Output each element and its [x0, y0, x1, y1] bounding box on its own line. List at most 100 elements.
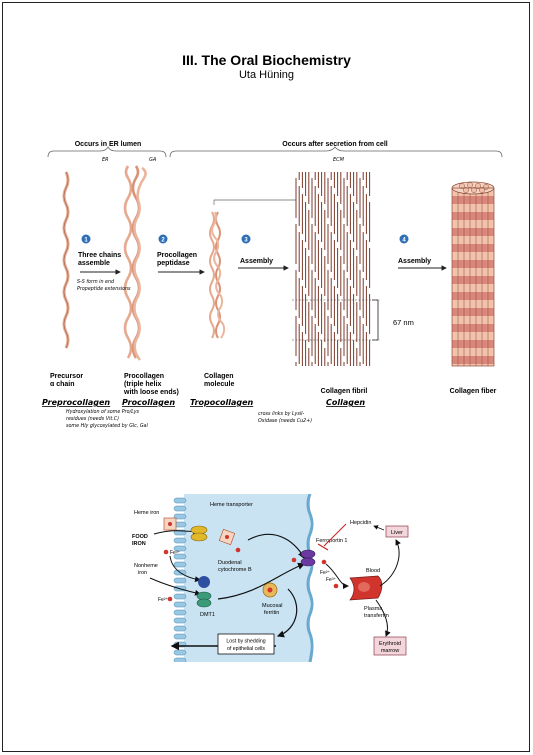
hepcidin-label: Hepcidin — [350, 520, 371, 526]
fiber-band — [452, 196, 494, 204]
lost-l2: of epithelial cells — [227, 646, 265, 652]
precursor-chain — [64, 172, 68, 348]
fe-dot — [322, 560, 327, 565]
fe-dot — [236, 548, 241, 553]
hw-preprocollagen: Preprocollagen — [42, 398, 110, 407]
food-l1: FOOD — [132, 534, 148, 540]
duodenal-cytochrome-icon — [198, 576, 210, 588]
stage1-l2: α chain — [50, 381, 75, 388]
fiber-band — [452, 308, 494, 316]
hw-note2-l2: Oxidase (needs Cu2+) — [258, 418, 312, 424]
microvillus — [174, 498, 186, 503]
collagen-molecule — [210, 212, 224, 338]
step1-label-l1: Three chains — [78, 252, 121, 259]
measure-bracket — [372, 300, 378, 340]
step4-badge: 4 — [400, 235, 409, 244]
fe2-left-label: Fe²⁺ — [158, 597, 169, 603]
hw-note1-l2: residues (needs Vit.C) — [66, 416, 119, 422]
stage5-label: Collagen fiber — [450, 388, 497, 395]
liver-label: Liver — [391, 530, 403, 536]
microvillus — [174, 634, 186, 639]
heme-transporter-label: Heme transporter — [210, 502, 253, 508]
stage3-l1: Collagen — [204, 373, 234, 380]
step3-label: Assembly — [240, 258, 273, 265]
fibril-end — [467, 182, 472, 187]
microvillus — [174, 602, 186, 607]
ga-label: GA — [149, 157, 157, 163]
microvillus — [174, 506, 186, 511]
erythroid-l2: marrow — [381, 648, 399, 654]
zoom-line — [214, 196, 296, 205]
step3-badge: 3 — [242, 235, 251, 244]
step1-label-l2: assemble — [78, 260, 110, 267]
fiber-band — [452, 292, 494, 300]
microvillus — [174, 618, 186, 623]
measure-label: 67 nm — [393, 318, 414, 327]
collagen-diagram: Occurs in ER lumen Occurs after secretio… — [0, 0, 533, 440]
stage4-label: Collagen fibril — [321, 388, 368, 395]
heme-iron-label: Heme iron — [134, 510, 159, 516]
microvillus — [174, 594, 186, 599]
step2-badge: 2 — [159, 235, 168, 244]
secretion-brace — [170, 147, 502, 157]
stage2-l1: Procollagen — [124, 373, 164, 380]
fiber-band — [452, 324, 494, 332]
fe3-dot — [164, 550, 169, 555]
microvillus — [174, 658, 186, 662]
mucosal-l1: Mucosal — [262, 603, 282, 609]
duodenal-l1: Duodenal — [218, 560, 242, 566]
fe-dot — [334, 584, 339, 589]
blood-vessel-icon — [350, 576, 382, 600]
fe3-label: Fe³⁺ — [170, 550, 181, 556]
microvillus — [174, 578, 186, 583]
fe3-blood-label: Fe³⁺ — [326, 577, 337, 583]
mucosal-ferritin-icon — [263, 583, 277, 597]
fe-dot — [292, 558, 297, 563]
stage3-l2: molecule — [204, 381, 234, 388]
hw-tropocollagen: Tropocollagen — [190, 398, 254, 407]
fe2-mid-label: Fe²⁺ — [320, 570, 331, 576]
fiber-band — [452, 340, 494, 348]
dmt1-label: DMT1 — [200, 612, 215, 618]
fiber-band — [452, 260, 494, 268]
fiber-band — [452, 212, 494, 220]
hw-note1-l3: some Hly glycosylated by Glc, Gal — [66, 423, 148, 429]
erythroid-l1: Erythroid — [379, 641, 401, 647]
microvillus — [174, 650, 186, 655]
hw-collagen: Collagen — [326, 398, 365, 407]
blood-label: Blood — [366, 568, 380, 574]
fiber-band — [452, 228, 494, 236]
duodenal-l2: cytochrome B — [218, 567, 252, 573]
heme-icon — [164, 518, 176, 530]
er-label: ER — [102, 157, 109, 163]
microvillus — [174, 626, 186, 631]
mucosal-l2: ferritin — [264, 610, 279, 616]
step4-label: Assembly — [398, 258, 431, 265]
iron-diagram: Lost by shedding of epithelial cells Hem… — [128, 494, 413, 662]
microvillus — [174, 562, 186, 567]
er-brace — [48, 147, 166, 157]
nonheme-l1: Nonheme — [134, 563, 158, 569]
collagen-fiber — [452, 182, 494, 366]
step2-label-l2: peptidase — [157, 260, 190, 267]
hw-note1-l1: Hydroxylation of some Pro/Lys — [66, 409, 140, 415]
food-l2: IRON — [132, 541, 146, 547]
lost-l1: Lost by shedding — [226, 639, 265, 645]
step2-label-l1: Procollagen — [157, 252, 197, 259]
ecm-label: ECM — [333, 157, 345, 163]
step1-note-l2: Propeptide extensions — [77, 286, 131, 292]
step1-badge: 1 — [82, 235, 91, 244]
fiber-band — [452, 244, 494, 252]
microvillus — [174, 610, 186, 615]
fiber-band — [452, 276, 494, 284]
procollagen-helix — [125, 166, 146, 360]
fiber-band — [452, 356, 494, 364]
stage2-l2: (triple helix — [124, 381, 161, 388]
collagen-fibril — [292, 172, 380, 366]
nonheme-l2: iron — [138, 570, 147, 576]
hw-procollagen: Procollagen — [122, 398, 175, 407]
stage1-l1: Precursor — [50, 373, 83, 380]
fe2-dot — [168, 597, 173, 602]
step1-note-l1: S-S form in end — [77, 279, 115, 285]
stage2-l3: with loose ends) — [123, 389, 179, 396]
